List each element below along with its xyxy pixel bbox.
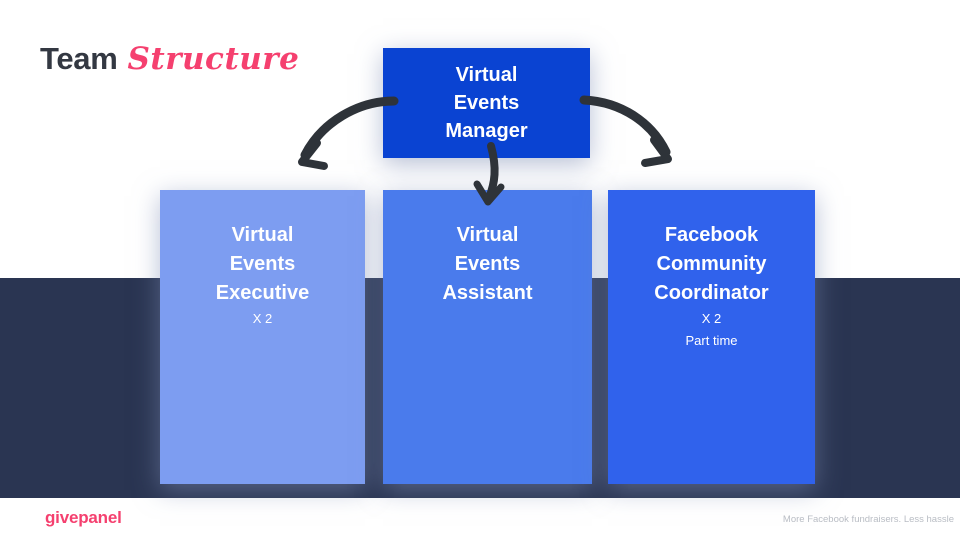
org-box-line: Virtual xyxy=(231,224,294,246)
org-box-line: Facebook xyxy=(664,224,759,246)
org-box-line: Assistant xyxy=(442,282,533,304)
org-box-line: Executive xyxy=(215,282,310,304)
org-box-virtual-events-executive: Virtual Events Executive X 2 xyxy=(160,190,365,484)
curved-arrow-left-icon xyxy=(298,96,399,170)
org-box-facebook-community-coordinator: Facebook Community Coordinator X 2 Part … xyxy=(608,190,815,484)
org-box-note: Part time xyxy=(685,333,738,348)
org-box-line: Coordinator xyxy=(654,282,769,304)
org-box-virtual-events-assistant: Virtual Events Assistant xyxy=(383,190,592,484)
org-box-line: Virtual xyxy=(456,224,519,246)
org-box-virtual-events-manager: Virtual Events Manager xyxy=(383,48,590,158)
org-box-line: Community xyxy=(656,253,767,275)
org-box-line: Events xyxy=(454,253,521,275)
org-box-note: X 2 xyxy=(701,311,722,326)
givepanel-logo: givepanel xyxy=(45,508,122,527)
org-box-line: Events xyxy=(453,92,520,114)
page-title: Team Structure xyxy=(40,41,299,77)
footer-tagline: More Facebook fundraisers. Less hassle xyxy=(782,514,954,525)
org-box-line: Virtual xyxy=(455,64,518,86)
org-box-line: Events xyxy=(229,253,296,275)
org-box-note: X 2 xyxy=(252,311,273,326)
org-box-line: Manager xyxy=(445,120,528,142)
page-title-prefix: Team xyxy=(40,41,118,76)
curved-arrow-right-icon xyxy=(579,95,672,167)
page-title-accent: Structure xyxy=(127,41,300,77)
